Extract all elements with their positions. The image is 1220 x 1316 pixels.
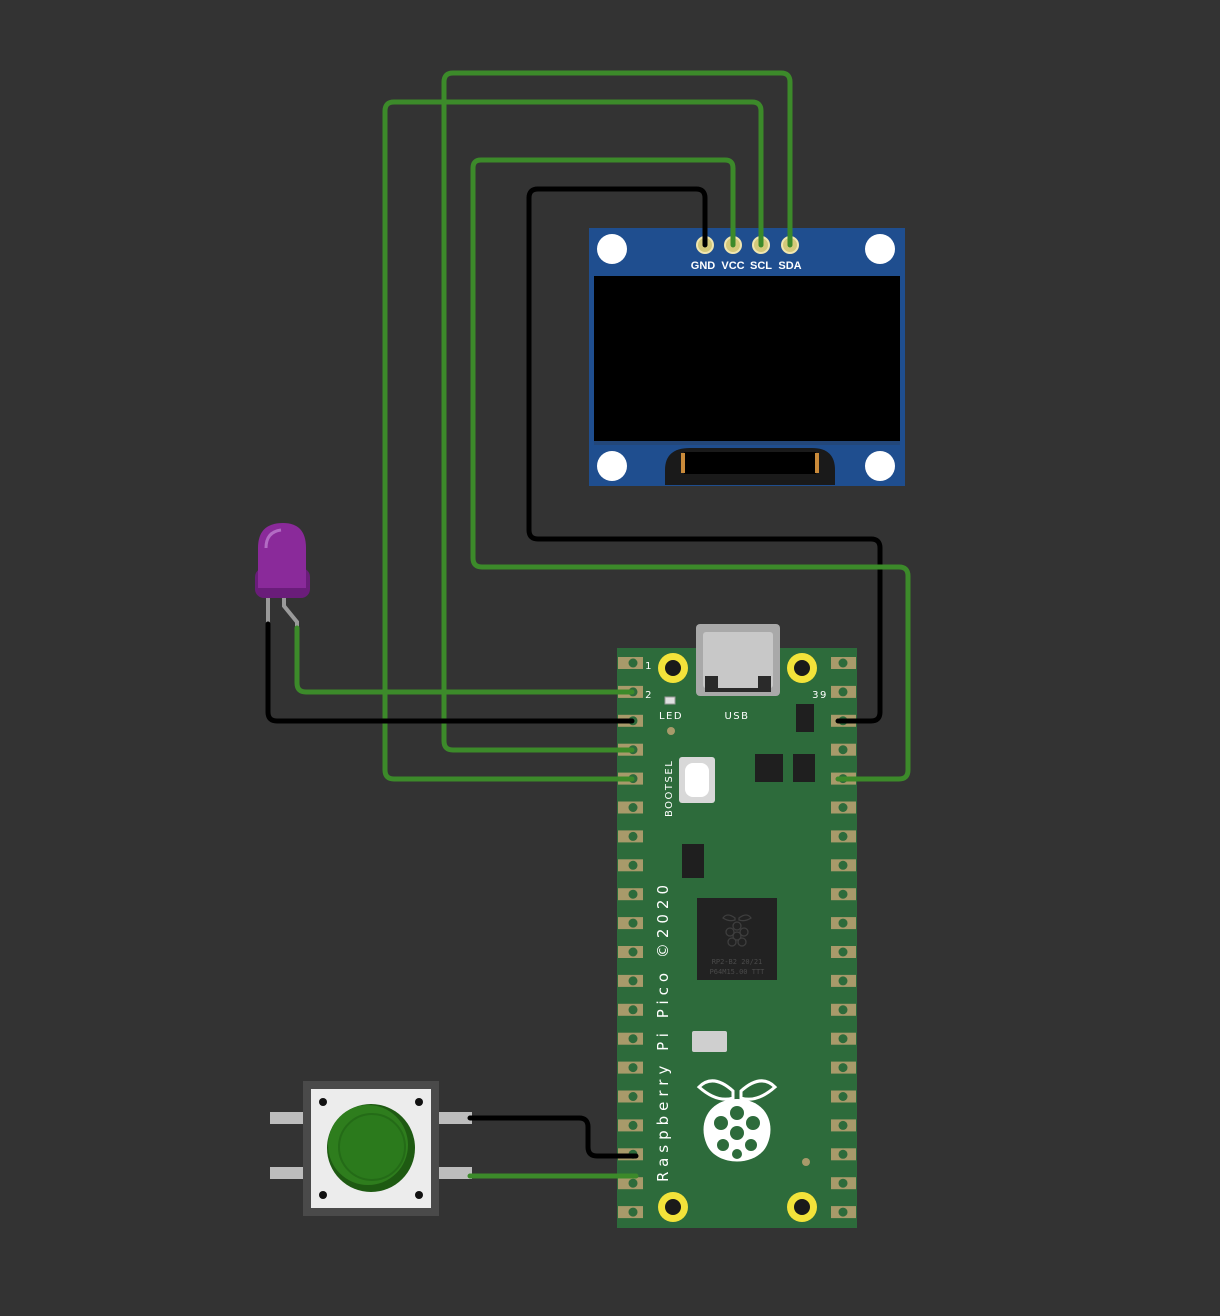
pico-pin-hole[interactable] xyxy=(628,1178,638,1188)
pico-pin-hole[interactable] xyxy=(628,1092,638,1101)
button-corner-dot xyxy=(415,1191,423,1199)
inductor-chip xyxy=(755,754,783,782)
pico-pin-hole[interactable] xyxy=(628,803,638,812)
pico-pin-hole[interactable] xyxy=(838,831,848,841)
pico-pin-hole[interactable] xyxy=(838,889,848,899)
raspberry-pi-pico[interactable]: LED USB 1 2 39 BOOTSEL RP2-B2 20/21 P64M… xyxy=(617,624,857,1228)
pico-pin-hole[interactable] xyxy=(838,745,848,755)
pico-pin-hole[interactable] xyxy=(838,1092,848,1101)
pico-pin-hole[interactable] xyxy=(838,918,848,928)
pico-pin-hole[interactable] xyxy=(838,947,848,957)
pico-pin-hole[interactable] xyxy=(628,1207,638,1217)
pico-pin-hole[interactable] xyxy=(838,1120,848,1130)
pico-pin-hole[interactable] xyxy=(628,1120,638,1130)
pico-pin-hole[interactable] xyxy=(838,860,848,870)
button-leg xyxy=(270,1167,310,1179)
wire-vcc-oled[interactable] xyxy=(470,157,911,782)
oled-screen xyxy=(594,276,900,444)
bootsel-label: BOOTSEL xyxy=(664,760,675,817)
wire-scl-oled[interactable] xyxy=(382,99,764,782)
bootsel-button-cap xyxy=(685,763,709,797)
test-pad xyxy=(802,1158,810,1166)
pico-mount-hole-center xyxy=(794,660,810,676)
raspberry-logo-icon xyxy=(696,1079,778,1162)
oled-mount-hole xyxy=(597,451,627,481)
pico-mount-hole-center xyxy=(665,660,681,676)
pico-pin-hole[interactable] xyxy=(838,1149,848,1159)
pin-number-2: 2 xyxy=(645,690,653,701)
oled-mount-hole xyxy=(597,234,627,264)
pico-pin-hole[interactable] xyxy=(628,1005,638,1015)
purple-led[interactable] xyxy=(255,523,310,630)
button-corner-dot xyxy=(319,1098,327,1106)
pico-pin-hole[interactable] xyxy=(628,1034,638,1044)
wire-button-gnd[interactable] xyxy=(467,1115,639,1159)
pico-pin-hole[interactable] xyxy=(838,658,848,668)
wire-gnd-oled[interactable] xyxy=(526,186,883,724)
pushbutton[interactable] xyxy=(270,1081,472,1216)
oled-screen-edge xyxy=(594,441,900,445)
usb-port-opening xyxy=(705,676,771,692)
oled-pin-label-vcc: VCC xyxy=(721,260,744,272)
led-highlight xyxy=(264,528,282,549)
pico-pin-hole[interactable] xyxy=(628,976,638,986)
chip-marking-2: P64M15.00 TTT xyxy=(710,968,766,976)
pico-pin-hole[interactable] xyxy=(628,947,638,957)
led-anode-leg xyxy=(282,597,299,630)
pico-pin-hole[interactable] xyxy=(838,803,848,812)
wire-led-cathode[interactable] xyxy=(265,621,635,724)
pico-pin-hole[interactable] xyxy=(838,1178,848,1188)
oled-mount-hole xyxy=(865,234,895,264)
onboard-led xyxy=(664,696,676,705)
oled-flex-contact xyxy=(815,453,819,473)
button-leg xyxy=(270,1112,310,1124)
oled-display[interactable]: GND VCC SCL SDA xyxy=(589,228,905,486)
button-corner-dot xyxy=(319,1191,327,1199)
test-pad xyxy=(667,727,675,735)
oled-pin-label-gnd: GND xyxy=(691,260,716,272)
pico-pin-headers xyxy=(618,657,856,1219)
oled-flex-strip xyxy=(684,452,816,474)
regulator-chip xyxy=(796,704,814,732)
pico-pin-hole[interactable] xyxy=(628,889,638,899)
diode-chip xyxy=(793,754,815,782)
oled-flex-contact xyxy=(681,453,685,473)
chip-marking-1: RP2-B2 20/21 xyxy=(712,958,763,966)
oled-mount-hole xyxy=(865,451,895,481)
flash-chip xyxy=(682,844,704,878)
pico-brand-label: Raspberry Pi Pico ©2020 xyxy=(654,880,672,1182)
pico-pin-hole[interactable] xyxy=(628,1063,638,1073)
pin-number-39: 39 xyxy=(812,690,828,701)
button-corner-dot xyxy=(415,1098,423,1106)
pico-pin-hole[interactable] xyxy=(628,918,638,928)
led-label: LED xyxy=(659,711,683,722)
wire-sda-oled[interactable] xyxy=(441,70,793,753)
pin-number-1: 1 xyxy=(645,661,653,672)
usb-connector-face xyxy=(703,632,773,688)
pico-mount-hole-center xyxy=(665,1199,681,1215)
pico-pin-hole[interactable] xyxy=(838,1005,848,1015)
pico-pin-hole[interactable] xyxy=(838,976,848,986)
pico-pin-hole[interactable] xyxy=(628,658,638,668)
crystal xyxy=(692,1031,727,1052)
pico-pin-hole[interactable] xyxy=(628,831,638,841)
button-cap-center xyxy=(338,1113,406,1181)
pico-pin-hole[interactable] xyxy=(628,860,638,870)
wires xyxy=(265,70,911,1179)
led-dome xyxy=(258,523,306,588)
pico-pin-hole[interactable] xyxy=(838,1063,848,1073)
pico-pin-hole[interactable] xyxy=(838,1207,848,1217)
oled-pin-label-sda: SDA xyxy=(778,260,801,272)
rp2040-chip xyxy=(697,898,777,980)
pico-pin-hole[interactable] xyxy=(838,1034,848,1044)
button-leg xyxy=(432,1112,472,1124)
chip-raspberry-logo-icon xyxy=(722,914,752,947)
button-leg xyxy=(432,1167,472,1179)
pico-pin-hole[interactable] xyxy=(838,687,848,697)
usb-label: USB xyxy=(724,711,749,722)
pico-mount-hole-center xyxy=(794,1199,810,1215)
oled-pin-label-scl: SCL xyxy=(750,260,772,272)
wire-led-anode[interactable] xyxy=(294,625,635,695)
